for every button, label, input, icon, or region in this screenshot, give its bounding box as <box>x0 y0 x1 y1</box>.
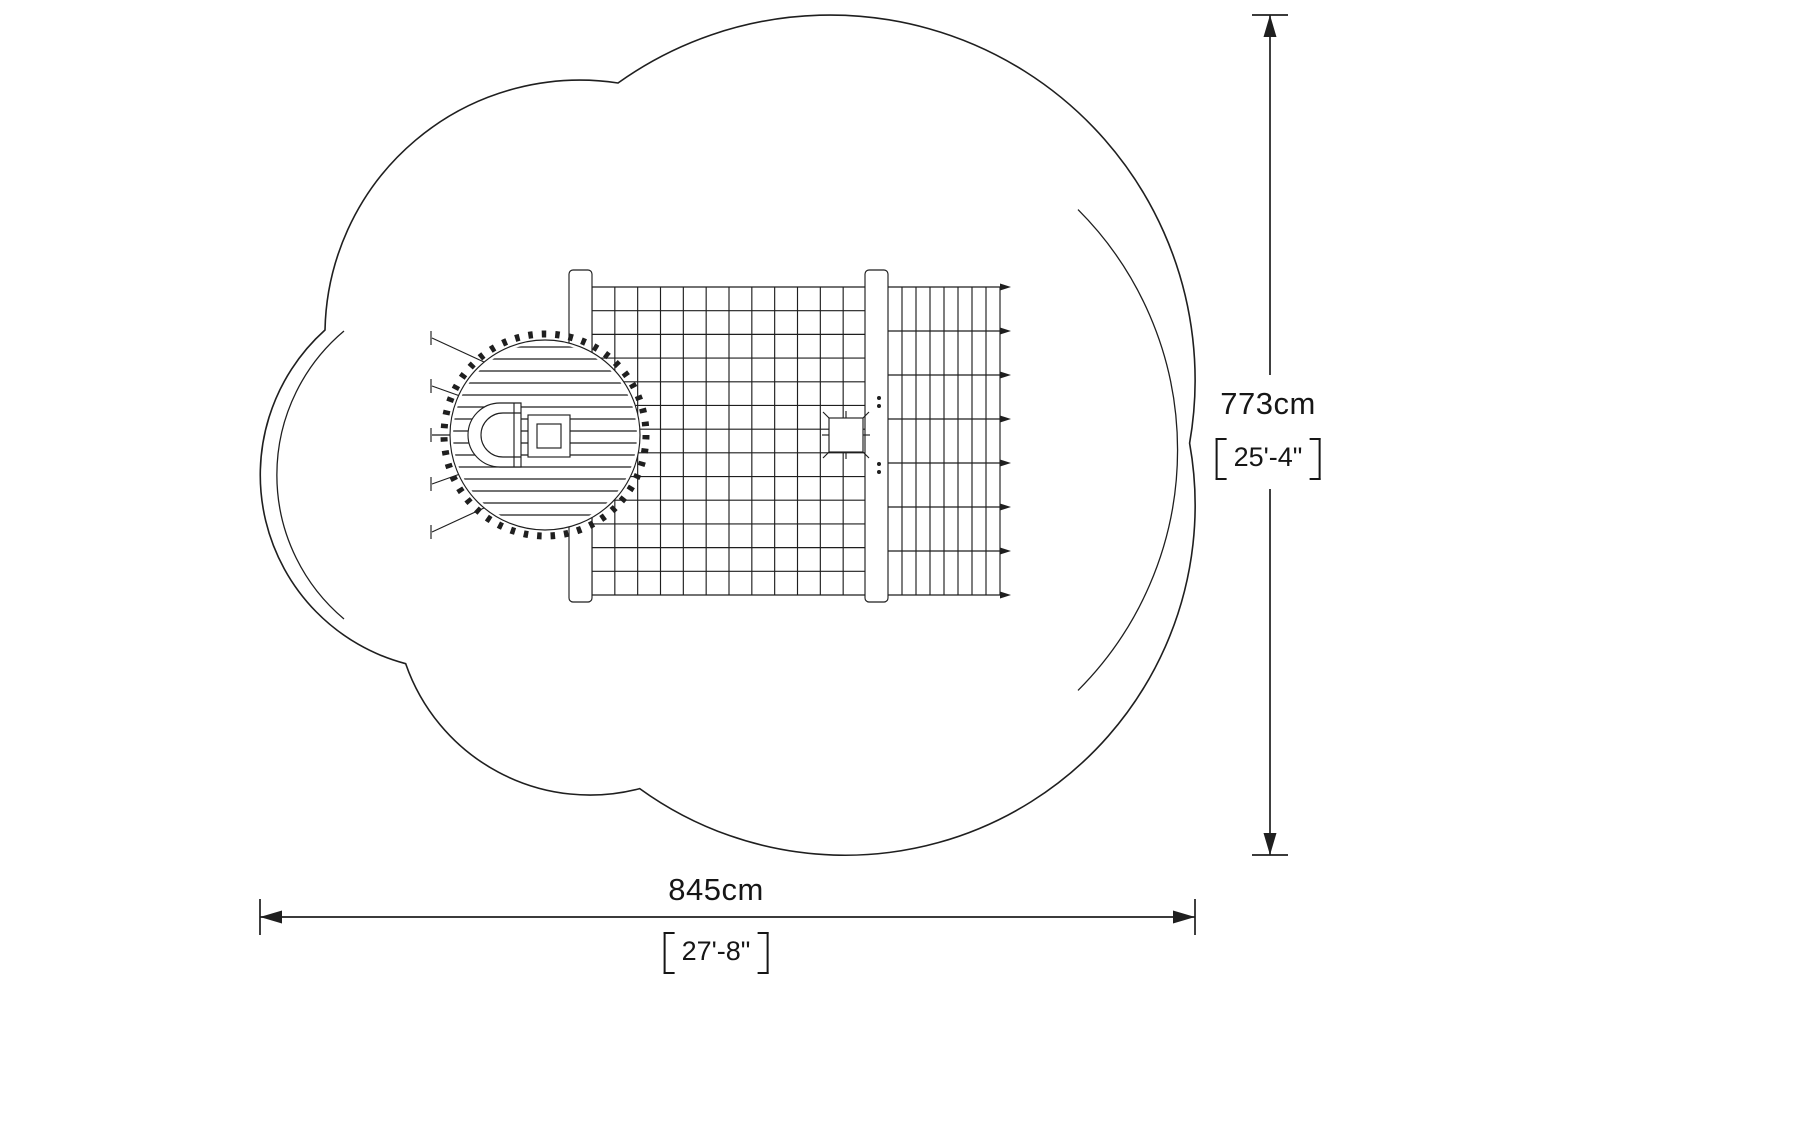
arrow-right-icon <box>1173 910 1195 924</box>
width-dimension <box>259 899 1196 935</box>
beam-bolts <box>877 396 881 474</box>
right-bracket <box>1309 438 1321 480</box>
height-metric-text: 773cm <box>1220 386 1316 421</box>
platform-edge-lacing <box>440 330 650 540</box>
net-access-hatch <box>822 411 870 459</box>
deck-hatch <box>527 414 571 458</box>
height-imperial-text: 25'-4" <box>1215 438 1321 480</box>
width-dimension-label: 845cm 27'-8" <box>663 872 769 974</box>
entry-pod <box>467 402 522 468</box>
arrow-left-icon <box>260 910 282 924</box>
height-dimension-label: 773cm 25'-4" <box>1215 386 1321 480</box>
rope-net-right <box>888 286 1001 596</box>
arrow-up-icon <box>1263 15 1277 37</box>
left-bracket <box>663 932 675 974</box>
rope-anchors <box>1000 283 1011 599</box>
arrow-down-icon <box>1263 833 1277 855</box>
height-dimension <box>1252 14 1288 856</box>
width-imperial-text: 27'-8" <box>663 932 769 974</box>
width-metric-text: 845cm <box>668 872 764 907</box>
cloud-inner-arc-left <box>276 330 345 620</box>
cloud-inner-arc-right <box>1077 209 1179 691</box>
safety-zone-cloud <box>259 14 1196 857</box>
right-beam <box>864 269 889 603</box>
right-bracket <box>757 932 769 974</box>
round-platform <box>440 330 650 540</box>
left-bracket <box>1215 438 1227 480</box>
